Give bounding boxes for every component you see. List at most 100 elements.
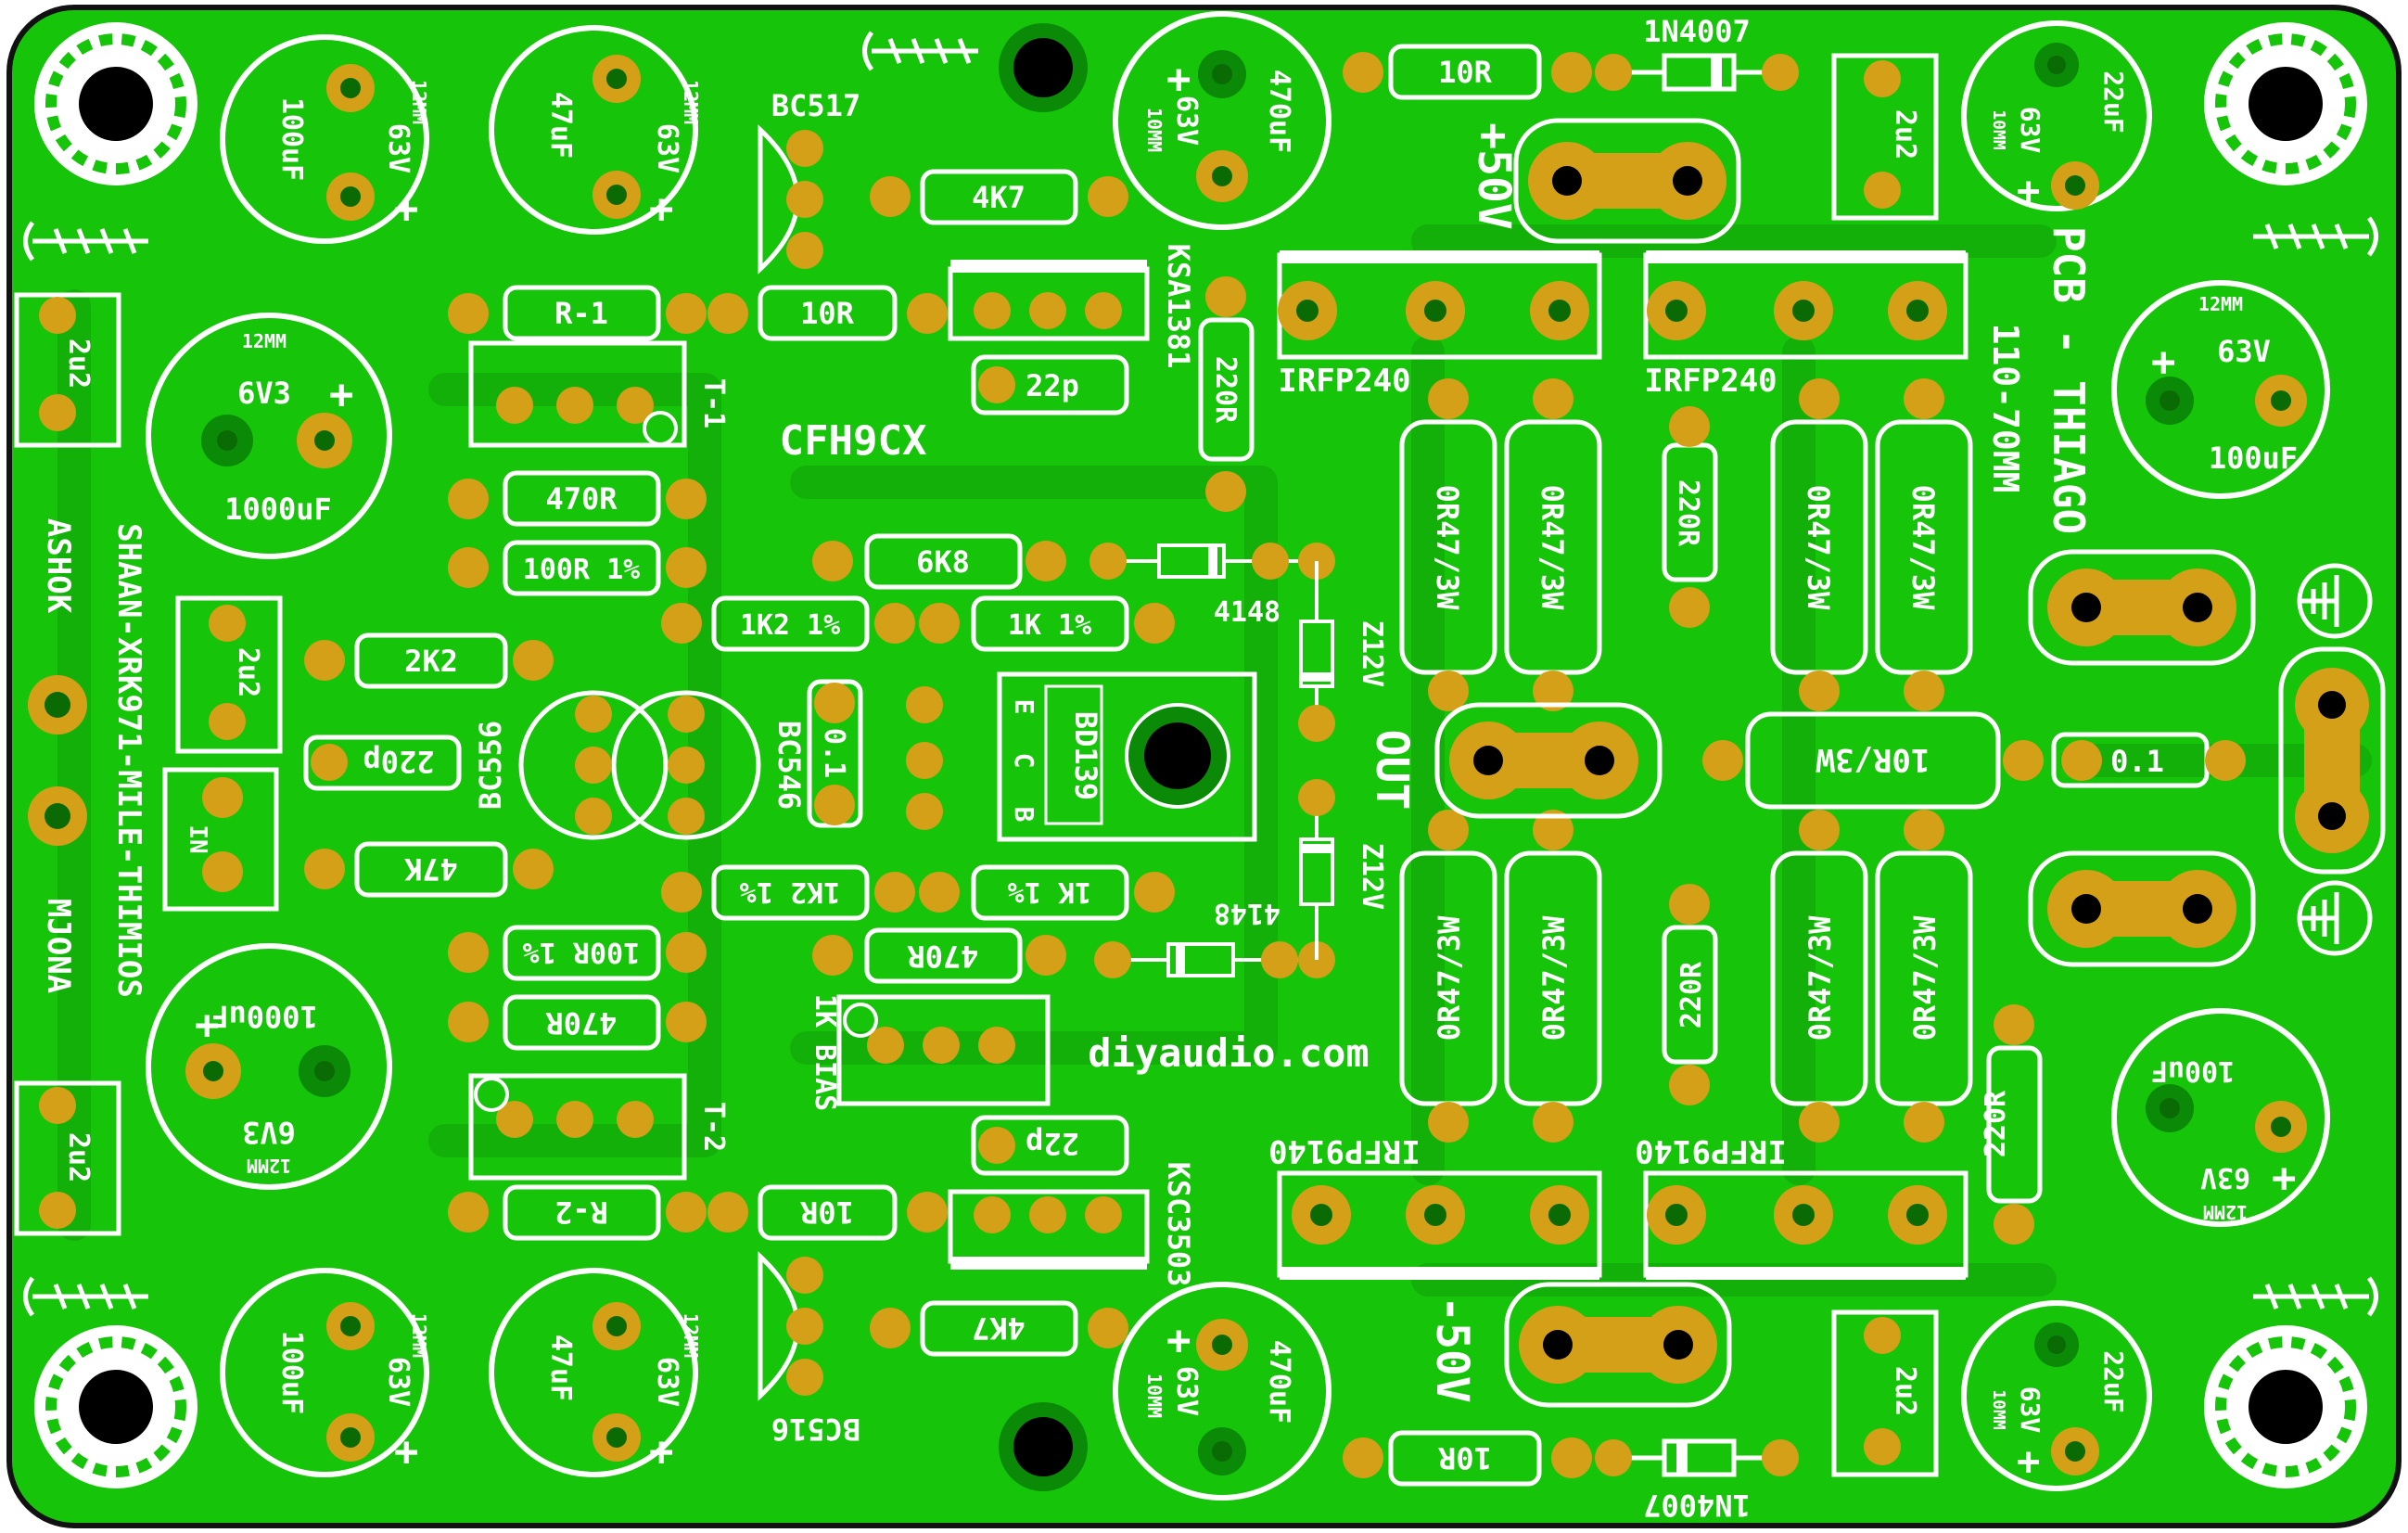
label-47k: 47K [403, 851, 458, 887]
label-0-1-vbe: 0.1 [818, 728, 850, 778]
transistor-ksa1381: KSA1381 [948, 244, 1196, 369]
cap-100uf-top-left: 100uF 63V 12MM + [220, 34, 430, 244]
cap-22p-bottom [971, 1115, 1129, 1176]
label-220r-gate-top: 220R [1209, 356, 1242, 424]
author-ashok: ASHOK [40, 518, 77, 614]
driver-mount-hole-bottom [999, 1402, 1088, 1491]
cap-1000uf-left-top: 12MM 6V3 1000uF + [146, 313, 392, 559]
cap-2u2-left-bottom: 2u2 [14, 1080, 121, 1236]
terminal-output[interactable] [1434, 702, 1663, 819]
cap-1000uf-left-bottom: 1000uF 6V3 12MM + [146, 943, 392, 1190]
resistor-10r-supply-bottom [1388, 1430, 1542, 1487]
resistor-470r-mid [864, 927, 1023, 984]
svg-text:C: C [1009, 753, 1039, 769]
svg-text:12MM: 12MM [242, 330, 287, 352]
terminal-minus-50v[interactable] [1504, 1282, 1732, 1408]
svg-text:10MM: 10MM [1143, 108, 1166, 152]
label-470r-top: 470R [545, 481, 618, 517]
label-10r-3w: 10R/3W [1816, 741, 1930, 778]
terminal-ground-top[interactable] [2028, 549, 2256, 666]
label-output: OUT [1366, 730, 1418, 811]
mounting-hole-tr [2204, 22, 2367, 185]
svg-text:47uF: 47uF [544, 1335, 577, 1401]
trimpot-t1[interactable]: T-1 [468, 340, 730, 448]
mosfet-irfp9140-left: IRFP9140 [1268, 1132, 1602, 1280]
input-pad-b[interactable] [28, 786, 87, 846]
svg-text:100uF: 100uF [275, 97, 308, 181]
label-0r47-5: 0R47/3W [1432, 915, 1467, 1041]
label-r1: R-1 [554, 296, 608, 331]
input-connector[interactable]: IN [162, 767, 279, 912]
resistor-10r-supply-top [1388, 44, 1542, 100]
transistor-bd139: BD139 E C B [906, 671, 1257, 842]
svg-text:+: + [649, 1428, 674, 1476]
cap-2u2-left-mid: 2u2 [175, 595, 283, 754]
label-22p-top: 22p [1026, 368, 1079, 403]
zener-z12v-top: Z12V [1298, 561, 1388, 742]
svg-text:12MM: 12MM [408, 80, 430, 124]
svg-text:47uF: 47uF [544, 92, 577, 159]
label-minus-50v: -50V [1426, 1296, 1478, 1403]
ground-symbol-icon-top [2297, 563, 2373, 639]
cap-100uf-bottom-left: 100uF 63V 12MM + [220, 1268, 430, 1477]
cap-100uf-right-top: 12MM 63V 100uF + [2111, 280, 2330, 499]
resistor-1k2-bottom [711, 864, 870, 921]
label-220r-gate-mid-bottom: 220R [1675, 961, 1708, 1028]
svg-text:63V: 63V [1170, 1366, 1203, 1416]
label-220p: 220p [363, 744, 434, 779]
resistor-470r-top [503, 470, 661, 527]
svg-text:KSA1381: KSA1381 [1161, 244, 1196, 369]
svg-text:63V: 63V [651, 123, 683, 173]
trimpot-t2[interactable]: T-2 [468, 1073, 730, 1181]
board-supply-range: 110-70MM [1985, 323, 2026, 492]
svg-text:6V3: 6V3 [242, 1115, 296, 1150]
cap-47uf-top: 47uF 63V 12MM + [489, 25, 702, 235]
svg-text:10MM: 10MM [1143, 1373, 1166, 1418]
svg-text:12MM: 12MM [247, 1155, 291, 1177]
svg-text:+: + [1166, 1317, 1191, 1364]
diode-4148-bottom: 4148 [1094, 897, 1335, 978]
svg-text:1N4007: 1N4007 [1643, 14, 1751, 49]
label-6k8: 6K8 [916, 544, 970, 580]
mosfet-irfp240-right: IRFP240 [1643, 250, 1968, 400]
label-bc546: BC546 [771, 721, 807, 810]
resistor-100r-bottom [503, 925, 661, 981]
screw-icon-left-top [23, 221, 148, 262]
label-0r47-8: 0R47/3W [1907, 915, 1943, 1041]
svg-text:4148: 4148 [1214, 897, 1280, 929]
svg-text:2u2: 2u2 [62, 339, 95, 389]
cap-22uf-top-right: 22uF 63V 10MM + [1961, 20, 2152, 213]
svg-text:2u2: 2u2 [1889, 109, 1921, 160]
zener-z12v-bottom: Z12V [1298, 779, 1388, 960]
cap-2u2-left-top: 2u2 [14, 292, 121, 448]
resistor-220r-gate-bottom [1986, 1045, 2043, 1204]
resistor-r1 [503, 285, 661, 341]
label-10r-bottom: 10R [799, 1194, 854, 1230]
label-bc517: BC517 [771, 88, 860, 123]
label-100r-top: 100R 1% [523, 554, 640, 586]
input-pad-a[interactable] [28, 675, 87, 735]
resistor-1k2-top [711, 595, 870, 652]
svg-text:63V: 63V [1170, 96, 1203, 146]
svg-text:63V: 63V [651, 1357, 683, 1407]
svg-text:+: + [649, 185, 674, 233]
svg-text:+: + [2017, 1438, 2040, 1484]
cap-2u2-bottom-right: 2u2 [1831, 1309, 1939, 1477]
svg-text:22uF: 22uF [2098, 70, 2129, 133]
terminal-plus-50v[interactable] [1513, 118, 1741, 244]
diode-1n4007-bottom: 1N4007 [1595, 1438, 1799, 1523]
svg-text:BD139: BD139 [1068, 711, 1103, 800]
svg-text:+: + [394, 1428, 419, 1476]
cap-220p [303, 735, 462, 791]
svg-text:Z12V: Z12V [1356, 843, 1388, 910]
svg-text:T-1: T-1 [697, 378, 730, 428]
terminal-ground-bottom[interactable] [2028, 850, 2256, 967]
driver-mount-hole-top [999, 23, 1088, 112]
label-10r-top: 10R [800, 296, 855, 331]
label-470r-mid: 470R [907, 939, 979, 974]
cap-470uf-bottom: 470uF 63V 10MM + [1113, 1282, 1331, 1501]
terminal-speaker-ground[interactable] [2278, 646, 2386, 875]
trimpot-bias[interactable]: 1K BIAS [809, 994, 1051, 1111]
svg-text:10MM: 10MM [1989, 1389, 2008, 1430]
transistor-bc556 [518, 690, 669, 840]
